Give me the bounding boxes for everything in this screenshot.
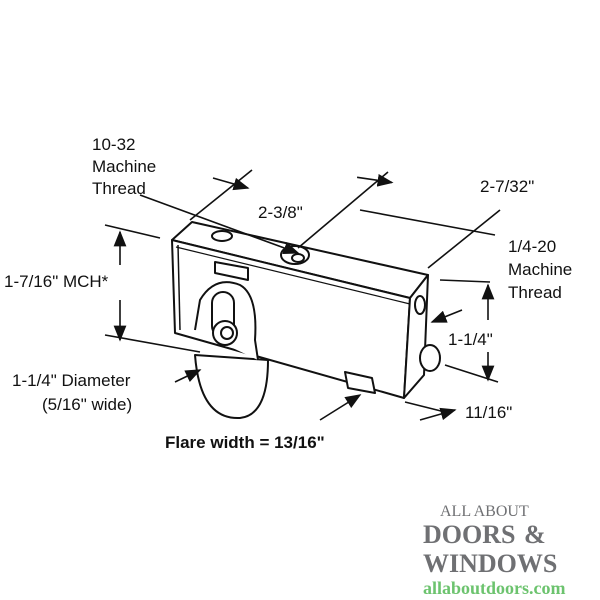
logo-url: allaboutdoors.com bbox=[423, 578, 566, 598]
brand-logo: ALL ABOUT DOORS & WINDOWS allaboutdoors.… bbox=[423, 503, 566, 598]
wheel bbox=[194, 354, 269, 420]
length-2-3-8: 2-3/8" bbox=[258, 203, 303, 222]
thread-1420-line3: Thread bbox=[508, 283, 562, 302]
diameter-line2: (5/16" wide) bbox=[42, 395, 132, 414]
logo-line1: ALL ABOUT bbox=[440, 503, 529, 520]
dimension-lines bbox=[104, 169, 501, 421]
height-1-1-4: 1-1/4" bbox=[448, 330, 493, 349]
diameter-line1: 1-1/4" Diameter bbox=[12, 371, 131, 390]
top-hole bbox=[211, 230, 233, 242]
roller-housing bbox=[171, 221, 441, 420]
thread-1420-line1: 1/4-20 bbox=[508, 237, 556, 256]
logo-ampersand: & bbox=[524, 520, 546, 549]
width-11-16: 11/16" bbox=[465, 403, 512, 422]
thread-1420-line2: Machine bbox=[508, 260, 572, 279]
logo-line3: WINDOWS bbox=[423, 549, 557, 578]
logo-line2: DOORS bbox=[423, 520, 515, 549]
length-2-7-32: 2-7/32" bbox=[480, 177, 534, 196]
thread-1032-line2: Machine bbox=[92, 157, 156, 176]
thread-1032-line1: 10-32 bbox=[92, 135, 135, 154]
flare-width: Flare width = 13/16" bbox=[165, 433, 325, 452]
thread-1032-line3: Thread bbox=[92, 179, 146, 198]
adjust-screw bbox=[419, 344, 441, 372]
dimension-labels: 10-32 Machine Thread 2-3/8" 2-7/32" 1/4-… bbox=[4, 135, 572, 452]
mch-label: 1-7/16" MCH* bbox=[4, 272, 109, 291]
